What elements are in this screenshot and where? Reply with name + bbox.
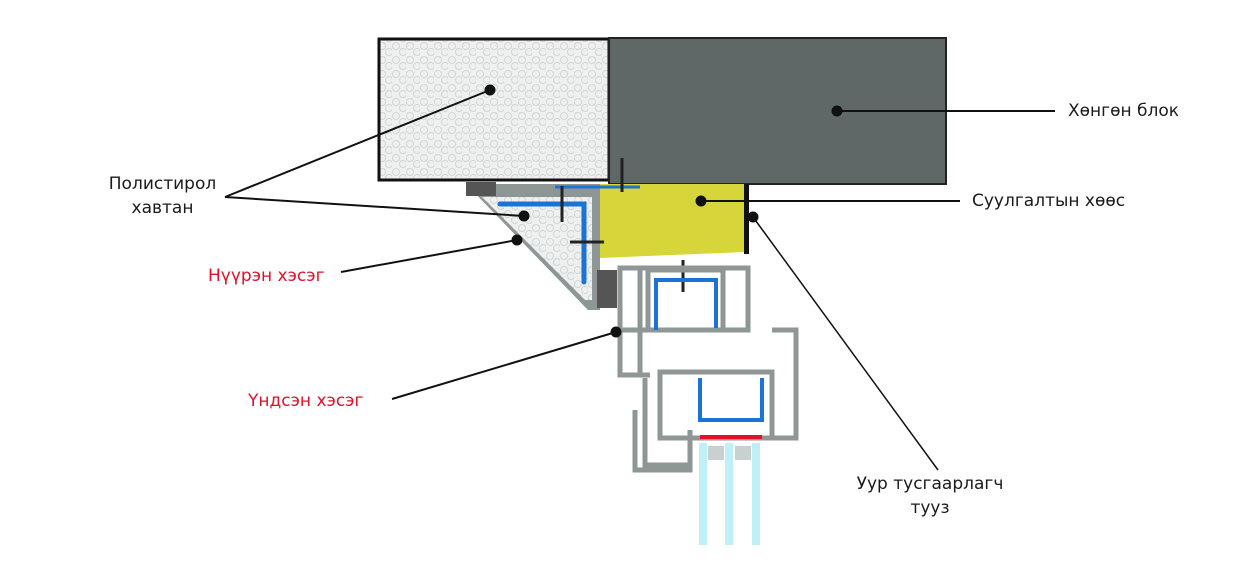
label-vapor-tape-line2: тууз bbox=[910, 498, 950, 518]
label-face-part: Нүүрэн хэсэг bbox=[208, 266, 325, 286]
label-light-block: Хөнгөн блок bbox=[1068, 101, 1180, 121]
leader-lines bbox=[224, 84, 1055, 471]
label-mounting-foam: Суулгалтын хөөс bbox=[972, 191, 1126, 211]
label-vapor-tape: Уур тусгаарлагч тууз bbox=[835, 472, 1025, 520]
label-polystyrene-line2: хавтан bbox=[131, 198, 194, 218]
polystyrene-board bbox=[377, 37, 611, 182]
label-polystyrene: Полистирол хавтан bbox=[100, 172, 225, 220]
main-frame-profile bbox=[617, 265, 799, 473]
glazing bbox=[699, 443, 760, 545]
mounting-foam bbox=[492, 184, 745, 258]
label-vapor-tape-line1: Уур тусгаарлагч bbox=[856, 474, 1004, 494]
label-main-part: Үндсэн хэсэг bbox=[248, 391, 364, 411]
label-polystyrene-line1: Полистирол bbox=[108, 174, 217, 194]
